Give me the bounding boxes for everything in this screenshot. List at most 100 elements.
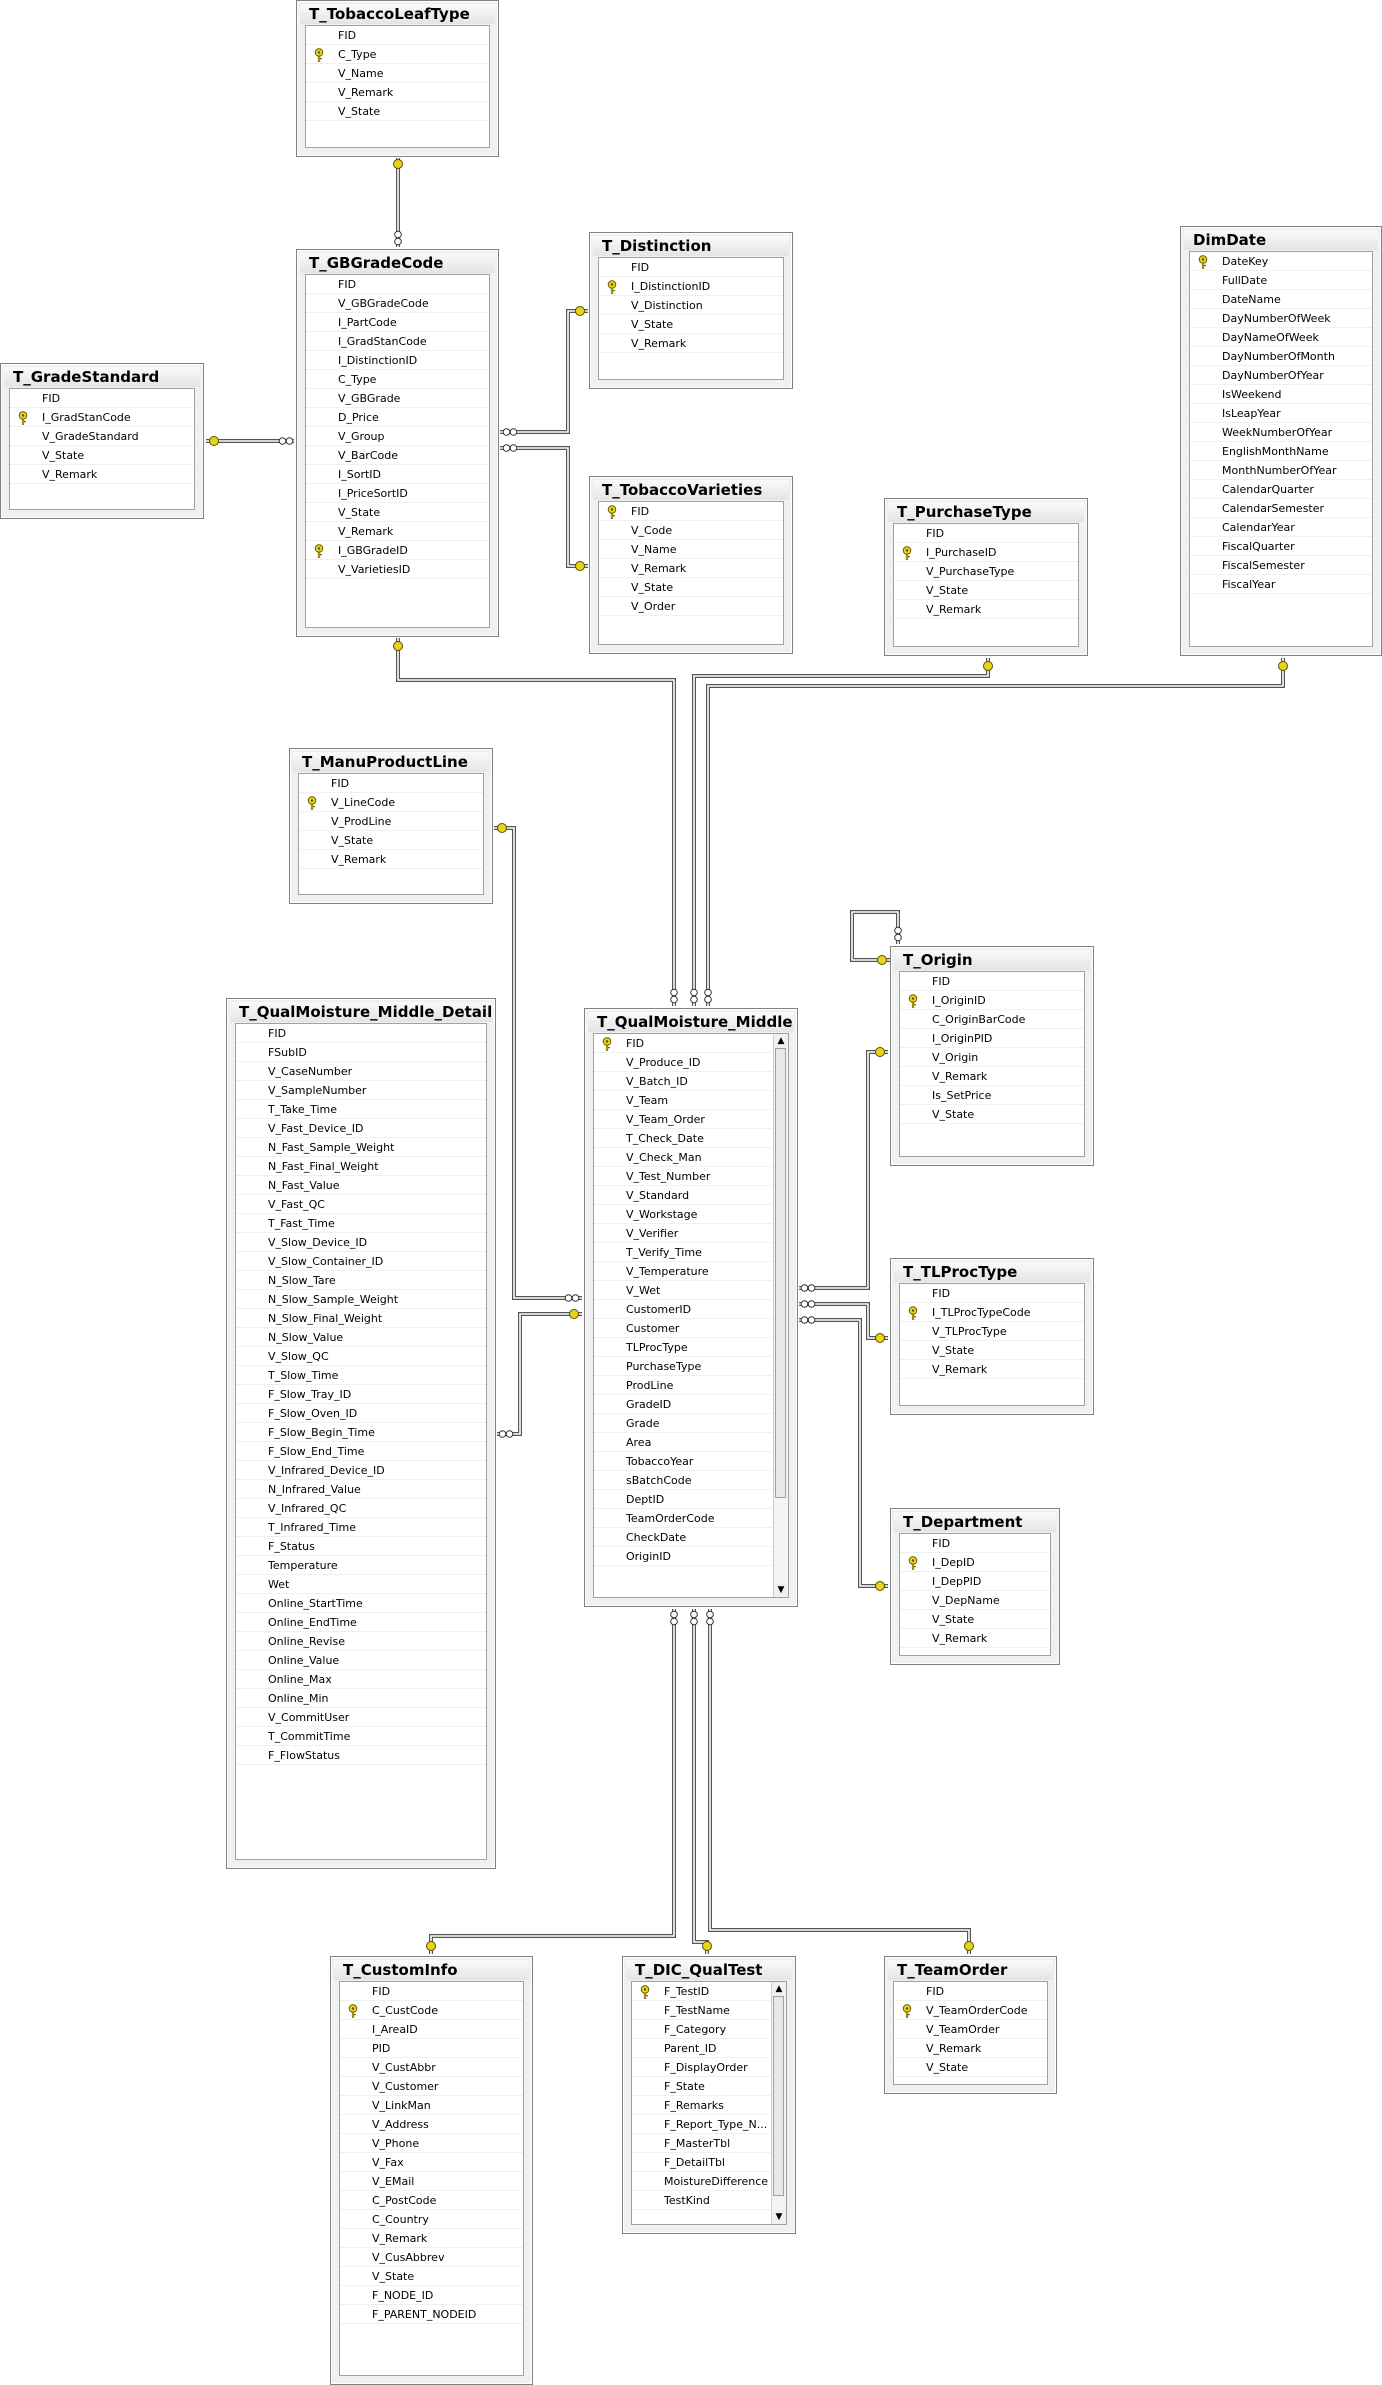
column-row[interactable]: C_PostCode: [340, 2191, 523, 2210]
column-row[interactable]: FiscalSemester: [1190, 556, 1372, 575]
column-row[interactable]: V_BarCode: [306, 446, 489, 465]
column-row[interactable]: FullDate: [1190, 271, 1372, 290]
column-row[interactable]: FID: [299, 774, 483, 793]
column-row[interactable]: FID: [894, 524, 1078, 543]
column-row[interactable]: V_Team_Order: [594, 1110, 774, 1129]
column-row[interactable]: F_Remarks: [632, 2096, 772, 2115]
column-row[interactable]: V_Customer: [340, 2077, 523, 2096]
column-row[interactable]: N_Fast_Sample_Weight: [236, 1138, 486, 1157]
column-row[interactable]: Online_Value: [236, 1651, 486, 1670]
column-row[interactable]: V_Remark: [340, 2229, 523, 2248]
column-row[interactable]: Wet: [236, 1575, 486, 1594]
column-row[interactable]: F_MasterTbl: [632, 2134, 772, 2153]
column-row[interactable]: F_TestName: [632, 2001, 772, 2020]
table-title[interactable]: T_GradeStandard: [4, 367, 200, 387]
column-row[interactable]: V_Infrared_QC: [236, 1499, 486, 1518]
column-row[interactable]: V_Address: [340, 2115, 523, 2134]
table-title[interactable]: T_Origin: [894, 950, 1090, 970]
column-row[interactable]: TestKind: [632, 2191, 772, 2210]
scroll-down-arrow-icon[interactable]: ▼: [772, 2210, 786, 2224]
column-row[interactable]: N_Slow_Sample_Weight: [236, 1290, 486, 1309]
column-row[interactable]: V_Standard: [594, 1186, 774, 1205]
column-row[interactable]: C_Type: [306, 370, 489, 389]
column-row[interactable]: MonthNumberOfYear: [1190, 461, 1372, 480]
column-row[interactable]: V_State: [894, 581, 1078, 600]
column-row[interactable]: FID: [594, 1034, 774, 1053]
column-row[interactable]: T_Check_Date: [594, 1129, 774, 1148]
column-row[interactable]: FID: [599, 502, 783, 521]
column-row[interactable]: V_SampleNumber: [236, 1081, 486, 1100]
column-row[interactable]: Online_EndTime: [236, 1613, 486, 1632]
column-row[interactable]: Online_Revise: [236, 1632, 486, 1651]
column-row[interactable]: I_SortID: [306, 465, 489, 484]
column-row[interactable]: V_State: [900, 1610, 1050, 1629]
column-row[interactable]: FID: [900, 1534, 1050, 1553]
column-row[interactable]: N_Fast_Value: [236, 1176, 486, 1195]
column-row[interactable]: IsWeekend: [1190, 385, 1372, 404]
column-row[interactable]: D_Price: [306, 408, 489, 427]
table-title[interactable]: T_QualMoisture_Middle_Detail: [230, 1002, 492, 1022]
column-row[interactable]: V_Remark: [900, 1629, 1050, 1648]
column-row[interactable]: DayNumberOfYear: [1190, 366, 1372, 385]
column-row[interactable]: V_State: [299, 831, 483, 850]
column-row[interactable]: Temperature: [236, 1556, 486, 1575]
column-row[interactable]: CheckDate: [594, 1528, 774, 1547]
column-row[interactable]: V_TLProcType: [900, 1322, 1084, 1341]
column-row[interactable]: Online_Min: [236, 1689, 486, 1708]
column-row[interactable]: T_Infrared_Time: [236, 1518, 486, 1537]
column-row[interactable]: I_GradStanCode: [10, 408, 194, 427]
column-row[interactable]: I_DepID: [900, 1553, 1050, 1572]
column-row[interactable]: V_Remark: [599, 559, 783, 578]
table-title[interactable]: T_TobaccoLeafType: [300, 4, 495, 24]
column-row[interactable]: V_Fast_Device_ID: [236, 1119, 486, 1138]
column-row[interactable]: V_Remark: [306, 83, 489, 102]
column-row[interactable]: Is_SetPrice: [900, 1086, 1084, 1105]
column-row[interactable]: V_State: [10, 446, 194, 465]
vertical-scrollbar[interactable]: ▲▼: [771, 1982, 786, 2224]
column-row[interactable]: V_Name: [306, 64, 489, 83]
column-row[interactable]: F_Status: [236, 1537, 486, 1556]
column-row[interactable]: F_Slow_Oven_ID: [236, 1404, 486, 1423]
table-title[interactable]: T_GBGradeCode: [300, 253, 495, 273]
column-row[interactable]: V_CustAbbr: [340, 2058, 523, 2077]
column-row[interactable]: N_Slow_Tare: [236, 1271, 486, 1290]
column-row[interactable]: V_State: [894, 2058, 1047, 2077]
column-row[interactable]: V_Remark: [599, 334, 783, 353]
column-row[interactable]: V_Code: [599, 521, 783, 540]
column-row[interactable]: Online_Max: [236, 1670, 486, 1689]
column-row[interactable]: V_Slow_Device_ID: [236, 1233, 486, 1252]
column-row[interactable]: V_Remark: [894, 2039, 1047, 2058]
column-row[interactable]: V_Slow_QC: [236, 1347, 486, 1366]
column-row[interactable]: N_Slow_Final_Weight: [236, 1309, 486, 1328]
column-row[interactable]: F_TestID: [632, 1982, 772, 2001]
column-row[interactable]: V_CusAbbrev: [340, 2248, 523, 2267]
column-row[interactable]: F_NODE_ID: [340, 2286, 523, 2305]
column-row[interactable]: FID: [900, 1284, 1084, 1303]
column-row[interactable]: V_Produce_ID: [594, 1053, 774, 1072]
table-title[interactable]: T_TobaccoVarieties: [593, 480, 789, 500]
column-row[interactable]: F_State: [632, 2077, 772, 2096]
column-row[interactable]: DayNumberOfWeek: [1190, 309, 1372, 328]
column-row[interactable]: WeekNumberOfYear: [1190, 423, 1372, 442]
column-row[interactable]: V_VarietiesID: [306, 560, 489, 579]
column-row[interactable]: TLProcType: [594, 1338, 774, 1357]
column-row[interactable]: F_Slow_Begin_Time: [236, 1423, 486, 1442]
column-row[interactable]: V_TeamOrder: [894, 2020, 1047, 2039]
column-row[interactable]: F_Report_Type_N...: [632, 2115, 772, 2134]
column-row[interactable]: FID: [306, 275, 489, 294]
column-row[interactable]: T_Slow_Time: [236, 1366, 486, 1385]
table-title[interactable]: T_DIC_QualTest: [626, 1960, 792, 1980]
column-row[interactable]: FID: [306, 26, 489, 45]
column-row[interactable]: TeamOrderCode: [594, 1509, 774, 1528]
column-row[interactable]: N_Slow_Value: [236, 1328, 486, 1347]
